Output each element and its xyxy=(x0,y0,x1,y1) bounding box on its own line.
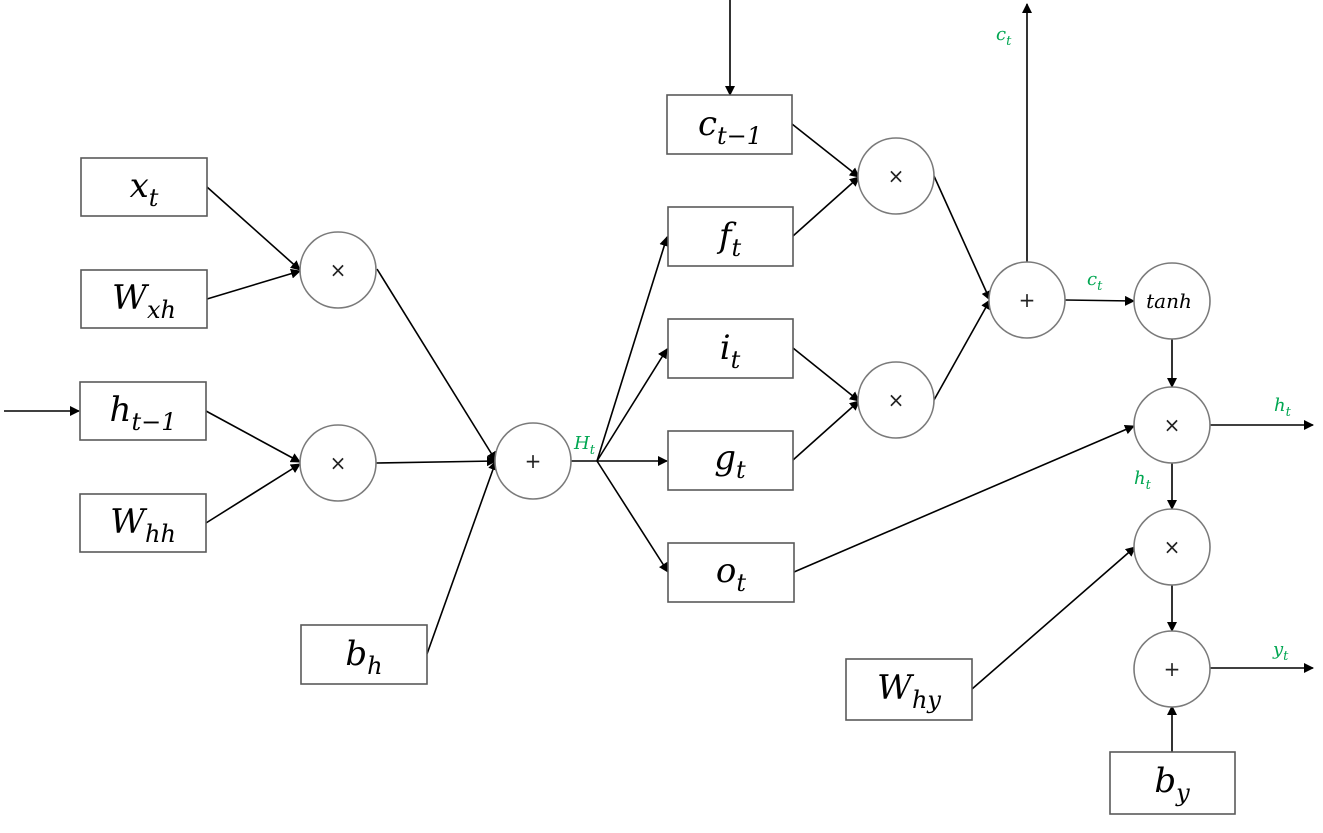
svg-text:gt: gt xyxy=(714,438,746,484)
node-ot: ot xyxy=(667,542,795,603)
node-htm1: ht−1 xyxy=(79,381,207,441)
edge-labels: Ht ct ct ht ht yt xyxy=(573,24,1292,664)
node-ot-base: o xyxy=(716,551,736,591)
op-mult1-symbol: × xyxy=(330,258,347,282)
node-ft: ft xyxy=(667,206,794,267)
op-add2-symbol: + xyxy=(1019,288,1036,312)
edge-split-ft xyxy=(596,236,670,462)
node-why-base: W xyxy=(877,668,915,708)
node-wxh-base: W xyxy=(112,278,150,318)
label-Ht: Ht xyxy=(573,433,596,458)
svg-text:Wxh: Wxh xyxy=(112,278,176,324)
label-ct-mid: ct xyxy=(1087,269,1103,294)
node-whh-sub: hh xyxy=(145,520,176,548)
op-add3: + xyxy=(1133,630,1211,708)
edge-mult1-add1 xyxy=(376,268,497,462)
label-ht-out: ht xyxy=(1274,395,1292,420)
op-mult6-symbol: × xyxy=(1164,535,1181,559)
edge-mult4-add2 xyxy=(933,299,991,401)
edge-split-it xyxy=(596,348,668,462)
edge-ft-mult3 xyxy=(792,176,860,237)
svg-text:Whh: Whh xyxy=(110,502,176,548)
op-mult5-symbol: × xyxy=(1164,413,1181,437)
label-ht-down: ht xyxy=(1134,468,1152,493)
node-xt: xt xyxy=(80,157,208,217)
edge-htm1-mult2 xyxy=(205,410,301,463)
node-wxh: Wxh xyxy=(80,269,208,329)
node-htm1-sub: t−1 xyxy=(131,408,176,436)
node-ctm1: ct−1 xyxy=(666,94,793,155)
op-mult2-symbol: × xyxy=(330,451,347,475)
svg-text:ct−1: ct−1 xyxy=(698,104,762,150)
svg-text:it: it xyxy=(720,328,741,374)
node-by-base: b xyxy=(1154,761,1176,801)
op-add1: + xyxy=(494,422,572,500)
op-mult4-symbol: × xyxy=(888,388,905,412)
edge-mult3-add2 xyxy=(933,175,991,301)
edge-split-ot xyxy=(596,460,669,573)
edge-gt-mult4 xyxy=(792,400,860,461)
label-yt: yt xyxy=(1272,639,1289,664)
op-mult4: × xyxy=(857,361,935,439)
node-why: Why xyxy=(845,658,973,721)
svg-text:ot: ot xyxy=(716,551,746,597)
node-xt-base: x xyxy=(130,166,149,206)
node-bh: bh xyxy=(300,624,428,685)
edge-add2-tanh xyxy=(1064,295,1135,306)
node-bh-sub: h xyxy=(367,652,382,680)
node-wxh-sub: xh xyxy=(147,296,176,324)
edges xyxy=(4,0,1314,752)
op-add1-symbol: + xyxy=(525,449,542,473)
op-tanh: tanh xyxy=(1133,262,1211,340)
edge-wxh-mult1 xyxy=(206,268,301,300)
op-mult5: × xyxy=(1133,386,1211,464)
edge-why-mult6 xyxy=(971,546,1136,690)
svg-text:by: by xyxy=(1154,761,1190,807)
edge-ctm1-mult3 xyxy=(791,123,860,178)
node-bh-base: b xyxy=(345,634,367,674)
svg-text:Why: Why xyxy=(877,668,941,714)
node-htm1-base: h xyxy=(110,390,132,430)
node-gt: gt xyxy=(667,430,794,491)
node-xt-sub: t xyxy=(149,184,159,212)
node-why-sub: hy xyxy=(912,686,941,714)
node-by-sub: y xyxy=(1175,779,1190,807)
edge-mult2-add1 xyxy=(375,456,497,467)
op-tanh-label: tanh xyxy=(1146,289,1192,313)
node-ft-sub: t xyxy=(731,234,741,262)
edge-whh-mult2 xyxy=(205,463,301,524)
op-mult3-symbol: × xyxy=(888,164,905,188)
edge-ot-mult5 xyxy=(793,424,1135,573)
op-mult6: × xyxy=(1133,508,1211,586)
edge-it-mult4 xyxy=(792,347,860,402)
edge-bh-add1 xyxy=(426,460,498,655)
op-add2: + xyxy=(988,261,1066,339)
node-it: it xyxy=(667,318,794,379)
svg-text:ht−1: ht−1 xyxy=(110,390,177,436)
svg-text:xt: xt xyxy=(130,166,159,212)
edge-xt-mult1 xyxy=(206,186,301,271)
op-add3-symbol: + xyxy=(1164,657,1181,681)
node-ot-sub: t xyxy=(736,569,746,597)
node-gt-base: g xyxy=(714,438,736,478)
label-ct-top: ct xyxy=(996,24,1012,49)
node-ctm1-sub: t−1 xyxy=(717,122,762,150)
op-mult3: × xyxy=(857,137,935,215)
svg-text:bh: bh xyxy=(345,634,382,680)
op-mult2: × xyxy=(299,424,377,502)
node-by: by xyxy=(1109,751,1236,815)
node-it-base: i xyxy=(720,328,731,368)
node-gt-sub: t xyxy=(736,456,746,484)
node-whh: Whh xyxy=(79,493,207,553)
node-ctm1-base: c xyxy=(698,104,717,144)
op-mult1: × xyxy=(299,231,377,309)
node-it-sub: t xyxy=(731,346,741,374)
node-whh-base: W xyxy=(110,502,148,542)
